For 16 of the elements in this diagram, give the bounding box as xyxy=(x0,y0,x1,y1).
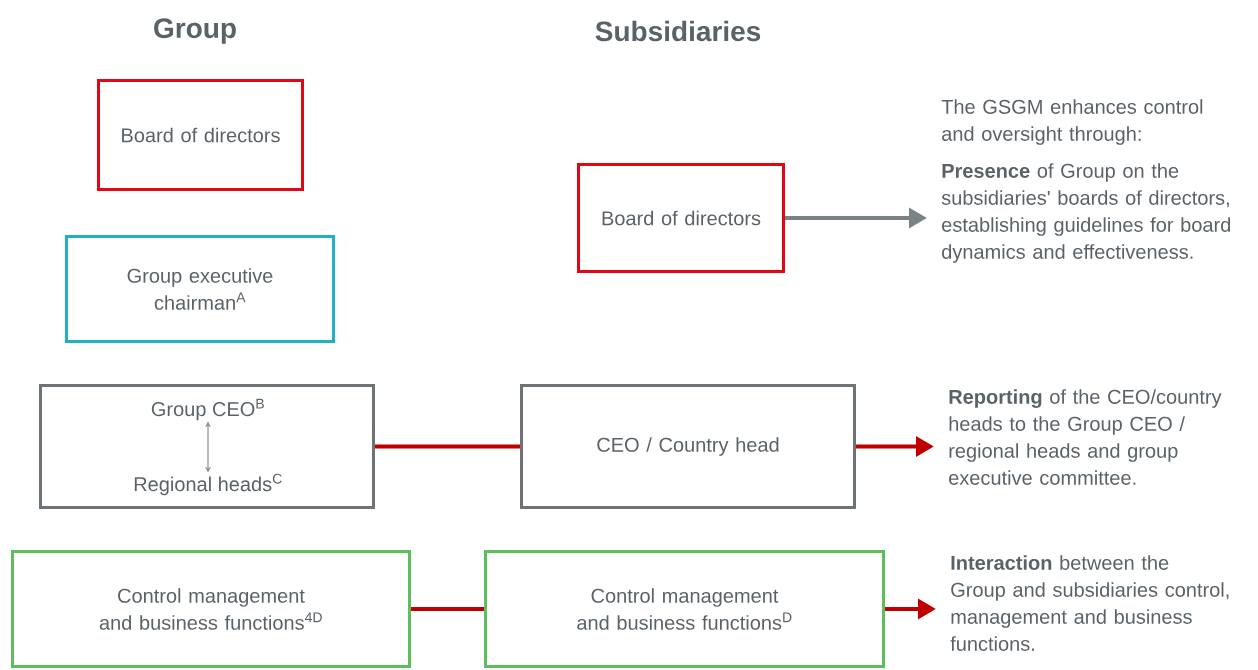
process-box: CEO / Country head xyxy=(520,384,856,509)
process-box: Group executive chairman$^{A}$ xyxy=(65,235,335,343)
box-label: Group CEO$^{B}$ xyxy=(151,398,264,421)
column-heading: Group xyxy=(154,18,236,44)
connector-line xyxy=(411,607,484,611)
group-box xyxy=(39,384,375,509)
connector-line xyxy=(375,444,520,449)
note-text: Interaction between the Group and subsidiaries control, management and business functions. xyxy=(950,555,1229,651)
process-box: Board of directors xyxy=(577,163,785,273)
process-box: Control management and business functions$^{D}$ xyxy=(484,550,885,668)
column-heading: Subsidiaries xyxy=(595,20,761,42)
box-label: Regional heads$^{C}$ xyxy=(134,473,282,496)
note-text: The GSGM enhances control and oversight through: Presence of Group on the subsidiaries' boards of directors, establishing guidelines for board dynamics and effectiveness. xyxy=(941,99,1230,263)
process-box: Control management and business functions$^{4D}$ xyxy=(11,550,411,668)
process-box: Board of directors xyxy=(97,79,304,191)
note-text: Reporting of the CEO/country heads to the Group CEO / regional heads and group executive committee. xyxy=(949,389,1222,485)
